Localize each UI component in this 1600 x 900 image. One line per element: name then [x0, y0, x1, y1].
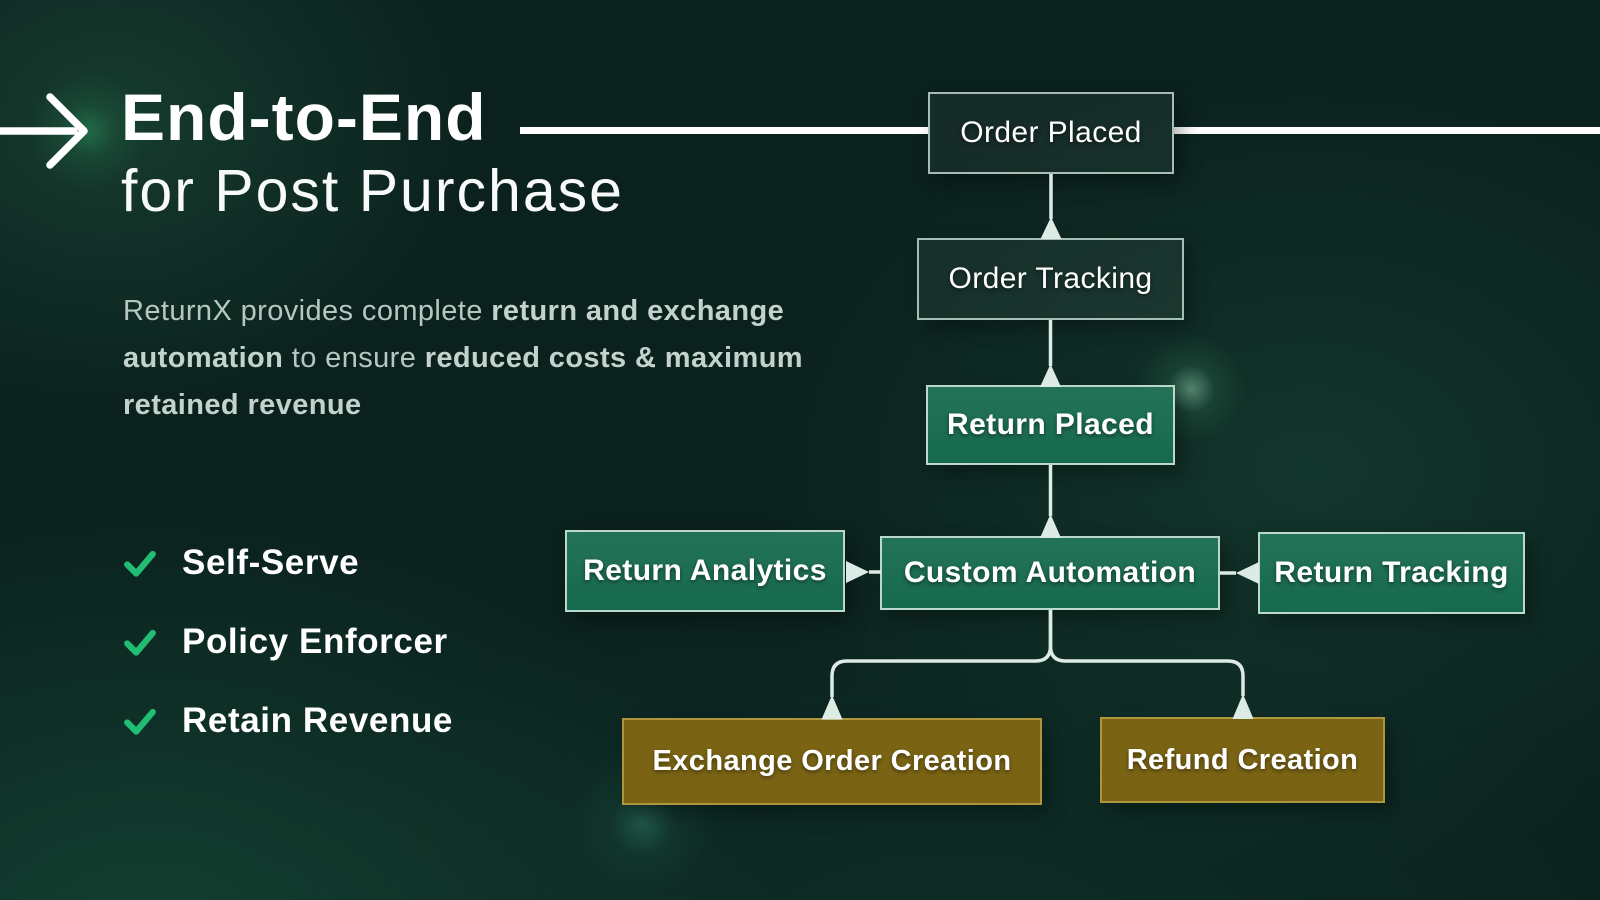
intro-regular-1: ReturnX provides complete — [123, 295, 492, 327]
intro-bold-2: reduced costs & maximum retained revenue — [123, 342, 803, 421]
page-title: End-to-End for Post Purchase — [121, 84, 624, 221]
flow-node-label: Refund Creation — [1126, 743, 1359, 776]
connector-return-placed-to-custom-automation — [1040, 465, 1061, 538]
title-line-1: End-to-End — [121, 80, 487, 154]
flow-node-exchange-order-creation: Exchange Order Creation — [622, 718, 1042, 805]
connector-order-placed-to-order-tracking — [1040, 174, 1062, 239]
checkmark-icon — [124, 550, 156, 577]
flow-node-custom-automation: Custom Automation — [880, 536, 1220, 610]
intro-bold-1: return and exchange automation — [123, 295, 785, 374]
connector-custom-automation-to-refund-creation — [1048, 610, 1254, 719]
feature-label: Retain Revenue — [182, 701, 453, 740]
feature-list: Self-Serve Policy Enforcer Retain Revenu… — [122, 540, 453, 777]
feature-item-self-serve: Self-Serve — [122, 540, 453, 586]
connector-custom-automation-to-return-tracking — [1220, 562, 1259, 584]
flow-node-return-placed: Return Placed — [926, 385, 1175, 465]
header-line-left — [520, 127, 928, 134]
feature-label: Self-Serve — [182, 543, 360, 582]
connector-custom-automation-to-exchange-order-creation — [821, 610, 1053, 720]
flow-node-refund-creation: Refund Creation — [1100, 717, 1385, 803]
feature-label: Policy Enforcer — [182, 622, 448, 661]
arrow-right-icon — [0, 93, 88, 169]
flow-node-label: Return Analytics — [583, 554, 827, 587]
flow-node-order-tracking: Order Tracking — [917, 238, 1184, 320]
feature-item-retain-revenue: Retain Revenue — [122, 698, 453, 744]
connector-custom-automation-to-return-analytics — [846, 561, 881, 583]
flow-node-label: Exchange Order Creation — [652, 745, 1012, 777]
flow-node-label: Return Placed — [947, 408, 1154, 441]
header-line-right — [1174, 127, 1600, 134]
connector-order-tracking-to-return-placed — [1040, 320, 1061, 387]
intro-paragraph: ReturnX provides complete return and exc… — [123, 288, 813, 429]
flow-node-label: Custom Automation — [903, 556, 1197, 589]
flow-node-return-tracking: Return Tracking — [1258, 532, 1525, 614]
intro-regular-2: to ensure — [283, 342, 425, 374]
flow-node-label: Return Tracking — [1274, 556, 1509, 589]
checkmark-icon — [124, 708, 156, 735]
flow-node-return-analytics: Return Analytics — [565, 530, 845, 612]
flow-node-order-placed: Order Placed — [928, 92, 1174, 174]
flow-node-label: Order Tracking — [948, 262, 1153, 295]
title-line-2: for Post Purchase — [121, 158, 624, 224]
flow-node-label: Order Placed — [960, 116, 1142, 149]
checkmark-icon — [124, 629, 156, 656]
feature-item-policy-enforcer: Policy Enforcer — [122, 619, 453, 665]
